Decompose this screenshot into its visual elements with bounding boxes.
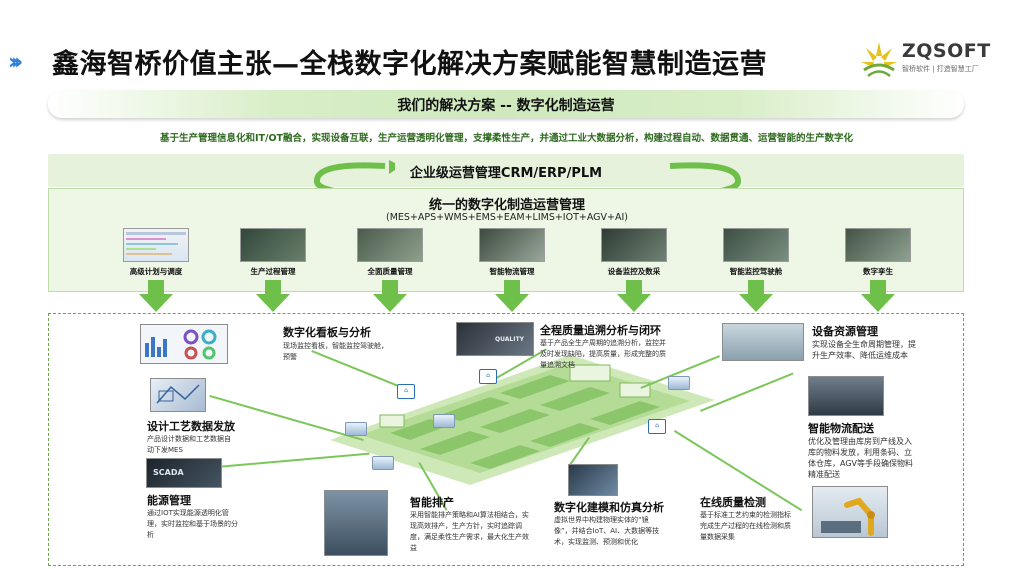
- down-arrow-icon: [256, 280, 290, 312]
- module-thumb-quality: [357, 228, 423, 262]
- feature-desc-process-data: 产品设计数据和工艺数据自动下发MES: [147, 435, 231, 454]
- module-thumb-cockpit: [723, 228, 789, 262]
- spreadsheet-icon: [126, 232, 186, 255]
- solution-banner-title: 我们的解决方案 -- 数字化制造运营: [397, 98, 615, 114]
- logo-text: ZQSOFT: [902, 40, 991, 62]
- chevron-right-icon: ›››: [8, 50, 23, 75]
- down-arrow-icon: [739, 280, 773, 312]
- module-label-planning: 高级计划与调度: [129, 267, 183, 276]
- feature-title-equipment: 设备资源管理: [812, 325, 878, 338]
- feature-desc-energy: 通过IOT实现能源透明化管理，实时监控和基于场景的分析: [147, 509, 238, 539]
- feature-title-scheduling: 智能排产: [410, 496, 454, 509]
- server-device-icon: [433, 414, 455, 428]
- feature-desc-quality-trace: 基于产品全生产周期的追溯分析，监控并及时发现缺陷，提高质量，形成完整的质量追溯文…: [540, 339, 666, 369]
- feature-title-online-qc: 在线质量检测: [700, 496, 766, 509]
- module-label-cockpit: 智能监控驾驶舱: [729, 267, 783, 276]
- dashboard-thumbnail: [140, 324, 228, 364]
- logo-subtitle: 智桥软件 | 打造智慧工厂: [902, 65, 979, 73]
- factory-floor-illustration: [330, 355, 715, 485]
- online-qc-thumbnail: [812, 486, 888, 538]
- module-label-equipment: 设备监控及数采: [607, 267, 661, 276]
- feature-desc-logistics: 优化及管理由库房到产线及入库的物料发放，利用条码、立体仓库，AGV等手段确保物料…: [808, 437, 914, 479]
- solution-summary: 基于生产管理信息化和IT/OT融合，实现设备互联，生产运营透明化管理，支撑柔性生…: [159, 133, 854, 144]
- server-device-icon: [668, 376, 690, 390]
- feature-desc-online-qc: 基于标准工艺约束的检测指标完成生产过程的在线检测和质量数据采集: [700, 511, 791, 541]
- down-arrow-icon: [495, 280, 529, 312]
- module-thumb-twin: [845, 228, 911, 262]
- feature-desc-equipment: 实现设备全生命周期管理，提升生产效率、降低运维成本: [812, 340, 916, 360]
- feature-desc-scheduling: 采用智能排产策略和AI算法相结合，实现高效排产，生产方针，实时追踪调度，满足柔性…: [410, 511, 529, 552]
- feature-desc-simulation: 虚拟世界中构建物理实体的“镜像”，并结合IoT、AI、大数据等技术，实现监测、预…: [554, 516, 660, 546]
- module-thumb-equipment: [601, 228, 667, 262]
- down-arrow-icon: [617, 280, 651, 312]
- blueprint-icon: [156, 384, 200, 404]
- feature-title-energy: 能源管理: [147, 494, 191, 507]
- feature-title-simulation: 数字化建模和仿真分析: [554, 501, 664, 514]
- iot-tag-icon: ⌂: [397, 384, 415, 399]
- scheduling-thumbnail: [324, 490, 388, 556]
- down-arrow-icon: [139, 280, 173, 312]
- sun-logo-icon: [861, 42, 897, 77]
- feature-desc-dashboard: 现场监控看板，智能监控驾驶舱，预警: [283, 342, 388, 361]
- process-data-thumbnail: [150, 378, 206, 412]
- simulation-thumbnail: [568, 464, 618, 496]
- feature-title-logistics: 智能物流配送: [808, 422, 874, 435]
- quality-thumbnail: QUALITY: [456, 322, 534, 356]
- module-label-production: 生产过程管理: [250, 267, 296, 276]
- down-arrow-icon: [373, 280, 407, 312]
- unified-layer-title: 统一的数字化制造运营管理: [428, 198, 585, 213]
- enterprise-layer-title: 企业级运营管理CRM/ERP/PLM: [409, 166, 603, 181]
- module-label-logistics: 智能物流管理: [489, 267, 535, 276]
- module-thumb-logistics: [479, 228, 545, 262]
- module-label-twin: 数字孪生: [863, 267, 893, 276]
- scada-thumb-text: SCADA: [153, 468, 184, 477]
- module-thumb-planning: [123, 228, 189, 262]
- iot-tag-icon: ⌂: [648, 419, 666, 434]
- page-title: 鑫海智桥价值主张—全栈数字化解决方案赋能智慧制造运营: [52, 49, 767, 80]
- capabilities-region: [48, 313, 964, 566]
- down-arrow-icon: [861, 280, 895, 312]
- feature-title-process-data: 设计工艺数据发放: [147, 420, 235, 433]
- feature-title-dashboard: 数字化看板与分析: [283, 326, 371, 339]
- server-device-icon: [345, 422, 367, 436]
- equipment-thumbnail: [722, 323, 804, 361]
- server-device-icon: [372, 456, 394, 470]
- module-thumb-production: [240, 228, 306, 262]
- dashboard-charts-icon: [145, 329, 217, 360]
- logistics-thumbnail: [808, 376, 884, 416]
- quality-thumb-text: QUALITY: [495, 336, 524, 343]
- unified-layer-subtitle: (MES+APS+WMS+EMS+EAM+LIMS+IOT+AGV+AI): [385, 212, 629, 223]
- energy-thumbnail: SCADA: [146, 458, 222, 488]
- robot-arm-icon: [821, 497, 875, 536]
- enterprise-layer: 企业级运营管理CRM/ERP/PLM: [48, 154, 964, 187]
- iot-tag-icon: ⌂: [479, 369, 497, 384]
- solution-banner: 我们的解决方案 -- 数字化制造运营: [48, 90, 964, 118]
- feature-title-quality-trace: 全程质量追溯分析与闭环: [540, 324, 661, 337]
- module-label-quality: 全面质量管理: [367, 267, 413, 276]
- company-logo: ZQSOFT 智桥软件 | 打造智慧工厂: [858, 36, 993, 80]
